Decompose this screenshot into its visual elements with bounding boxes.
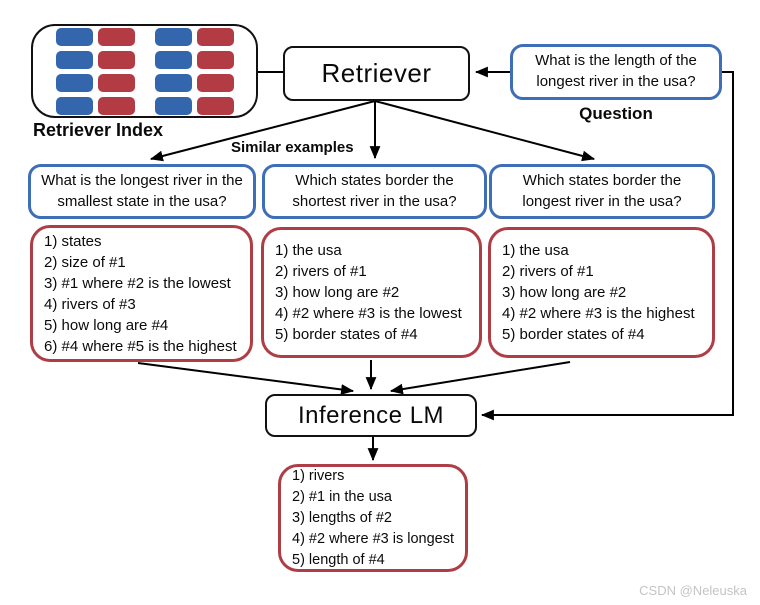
index-column <box>154 27 192 115</box>
index-block <box>97 50 135 69</box>
index-grid <box>55 27 234 115</box>
index-block <box>55 96 93 115</box>
step-line: 2) size of #1 <box>44 253 126 271</box>
step-line: 6) #4 where #5 is the highest <box>44 337 237 355</box>
example-steps-1: 1) states 2) size of #1 3) #1 where #2 is … <box>30 225 253 362</box>
step-line: 3) #1 where #2 is the lowest <box>44 274 231 292</box>
arrow-steps1-to-inference <box>137 362 355 395</box>
index-block <box>154 50 192 69</box>
index-block <box>154 73 192 92</box>
inference-lm-box: Inference LM <box>265 394 477 437</box>
index-block <box>97 73 135 92</box>
step-line: 5) border states of #4 <box>502 326 645 343</box>
step-line: 1) rivers <box>292 467 345 484</box>
step-line: 5) length of #4 <box>292 551 385 568</box>
step-line: 5) border states of #4 <box>275 326 418 343</box>
step-line: 2) rivers of #1 <box>275 263 367 280</box>
question-box: What is the length of the longest river … <box>510 44 722 100</box>
step-line: 3) how long are #2 <box>275 284 400 301</box>
step-line: 2) #1 in the usa <box>292 488 392 505</box>
retriever-box: Retriever <box>283 46 470 101</box>
index-block <box>154 27 192 46</box>
index-block <box>55 73 93 92</box>
index-block <box>154 96 192 115</box>
index-column <box>196 27 234 115</box>
watermark-text: CSDN @Neleuska <box>639 583 747 598</box>
step-line: 5) how long are #4 <box>44 316 169 334</box>
example-question-2: Which states border the shortest river i… <box>262 164 487 219</box>
retriever-index-box <box>31 24 258 118</box>
example-steps-2: 1) the usa 2) rivers of #1 3) how long are… <box>261 227 482 358</box>
retriever-index-label: Retriever Index <box>33 120 164 140</box>
step-line: 4) rivers of #3 <box>44 295 136 313</box>
step-line: 1) the usa <box>275 242 342 259</box>
example-steps-3: 1) the usa 2) rivers of #1 3) how long are… <box>488 227 715 358</box>
index-block <box>196 73 234 92</box>
question-label: Question <box>579 104 653 123</box>
similar-examples-label: Similar examples <box>231 139 354 156</box>
index-column <box>55 27 93 115</box>
index-block <box>196 96 234 115</box>
arrow-steps3-to-inference <box>389 361 571 395</box>
index-block <box>97 96 135 115</box>
step-line: 2) rivers of #1 <box>502 263 594 280</box>
index-block <box>55 27 93 46</box>
index-block <box>97 27 135 46</box>
example-question-1: What is the longest river in the smalles… <box>28 164 256 219</box>
step-line: 3) lengths of #2 <box>292 509 392 526</box>
index-block <box>55 50 93 69</box>
example-question-3: Which states border the longest river in… <box>489 164 715 219</box>
index-block <box>196 27 234 46</box>
step-line: 1) states <box>44 232 102 250</box>
index-block <box>196 50 234 69</box>
step-line: 1) the usa <box>502 242 569 259</box>
step-line: 4) #2 where #3 is the highest <box>502 305 695 322</box>
step-line: 3) how long are #2 <box>502 284 627 301</box>
index-column <box>97 27 135 115</box>
output-steps-box: 1) rivers 2) #1 in the usa 3) lengths of #… <box>278 464 468 572</box>
step-line: 4) #2 where #3 is the lowest <box>275 305 462 322</box>
step-line: 4) #2 where #3 is longest <box>292 530 455 547</box>
